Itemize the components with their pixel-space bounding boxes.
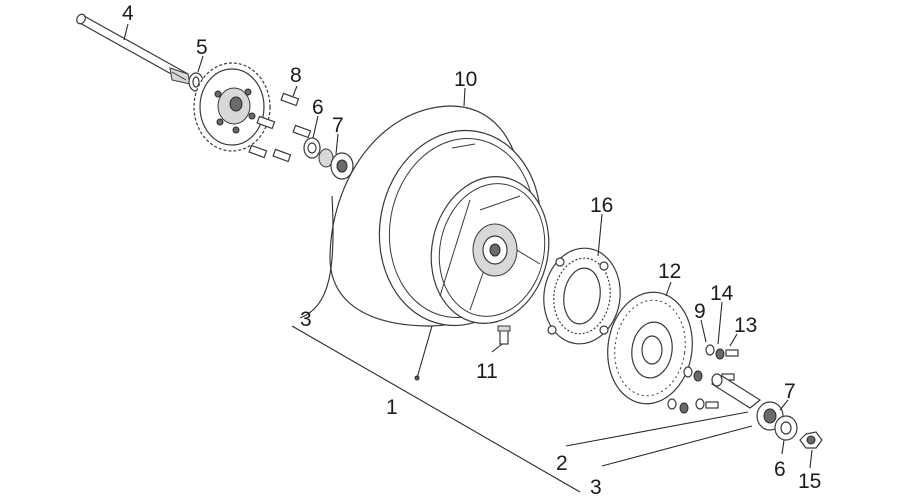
label-2: 2 [556, 452, 568, 475]
label-11: 11 [476, 360, 498, 383]
label-6: 6 [774, 458, 786, 481]
label-10: 10 [454, 68, 477, 91]
label-3: 3 [300, 308, 312, 331]
valve-part [497, 325, 511, 345]
spacer-bearing-right [710, 373, 823, 449]
label-5: 5 [196, 36, 208, 59]
sprocket-part [193, 62, 271, 152]
label-4: 4 [122, 2, 134, 25]
stud-bolts-part [248, 92, 312, 163]
label-12: 12 [658, 260, 681, 283]
callout-labels: 4 5 8 6 7 10 16 12 9 14 13 3 11 1 7 2 6 … [122, 2, 821, 499]
label-15: 15 [798, 470, 821, 493]
label-6: 6 [312, 96, 324, 119]
wheel-part [329, 105, 550, 381]
label-7: 7 [332, 114, 344, 137]
label-1: 1 [386, 396, 398, 419]
label-7: 7 [784, 380, 796, 403]
label-16: 16 [590, 194, 613, 217]
label-9: 9 [694, 300, 706, 323]
leader-lines [123, 23, 813, 493]
brake-disc-part [607, 291, 693, 405]
label-8: 8 [290, 64, 302, 87]
label-3: 3 [590, 476, 602, 499]
label-14: 14 [710, 282, 734, 305]
disc-bolts-part [667, 344, 739, 414]
tone-ring-part [543, 247, 621, 345]
spacer-bearing-left [303, 137, 354, 180]
axle-part [76, 13, 191, 85]
label-13: 13 [734, 314, 757, 337]
